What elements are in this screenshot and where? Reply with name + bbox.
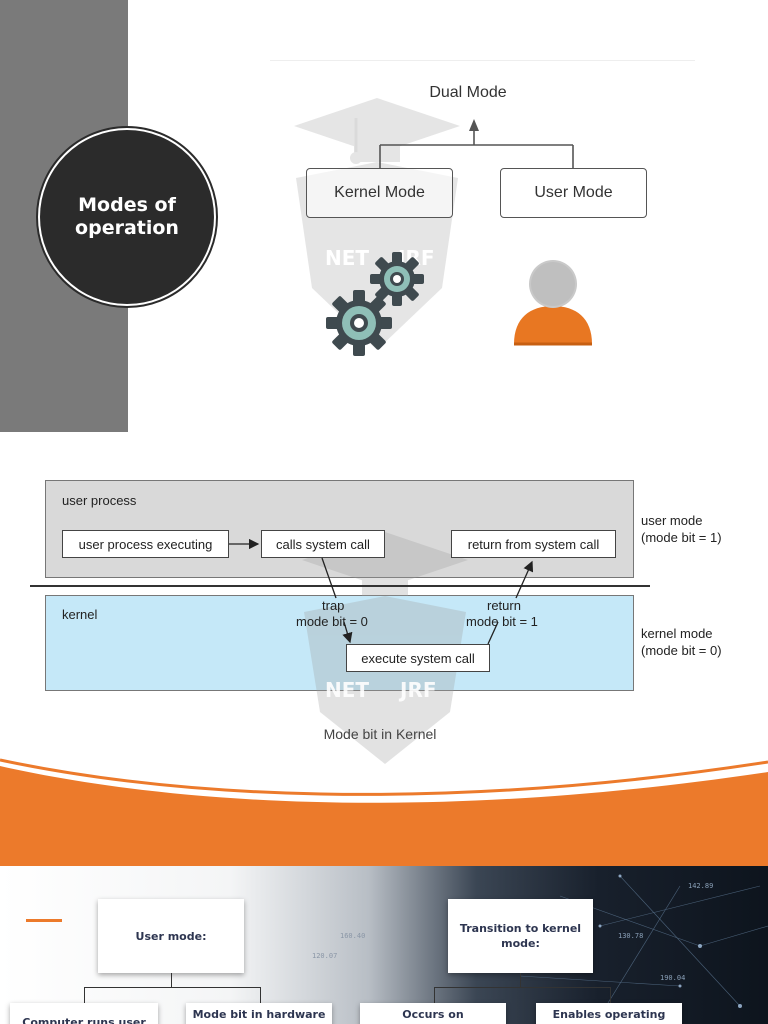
return-mode-bit-label: mode bit = 1	[466, 614, 538, 629]
kernel-mode-box: Kernel Mode	[306, 168, 453, 218]
user-mode-side-label: user mode (mode bit = 1)	[641, 512, 722, 546]
execute-system-call-label: execute system call	[361, 650, 475, 666]
flow-arrows	[229, 538, 534, 645]
tree-connector	[84, 987, 260, 988]
user-process-label: user process	[62, 493, 137, 508]
child-card: Computer runs user	[10, 1003, 158, 1024]
user-mode-card: User mode:	[98, 899, 244, 973]
bg-number: 160.40	[340, 932, 366, 940]
calls-system-call-box: calls system call	[261, 530, 385, 558]
return-from-system-call-label: return from system call	[467, 536, 600, 552]
execute-system-call-box: execute system call	[346, 644, 490, 672]
kernel-mode-bit-text: (mode bit = 0)	[641, 643, 722, 658]
child-card: Enables operating	[536, 1003, 682, 1024]
transition-kernel-card-label: Transition to kernel mode:	[459, 922, 582, 950]
child-card: Mode bit in hardware	[186, 1003, 332, 1024]
user-mode-label: User Mode	[534, 184, 613, 201]
slide-section-user-mode: 142.89 130.78 120.07 160.40 190.04 User …	[0, 866, 768, 1024]
arrow-up-icon	[469, 119, 479, 131]
child-card-label: Occurs on application	[398, 1008, 467, 1024]
watermark-text-left: NET	[325, 678, 370, 702]
kernel-mode-text: kernel mode	[641, 626, 713, 641]
title-circle: Modes of operation	[40, 130, 214, 304]
gear-icon	[326, 290, 392, 356]
bg-number: 130.78	[618, 932, 644, 940]
child-card: Occurs on application	[360, 1003, 506, 1024]
top-divider	[270, 60, 695, 61]
return-label: return	[487, 598, 521, 613]
user-process-region	[45, 480, 634, 578]
user-process-executing-box: user process executing	[62, 530, 229, 558]
figure-caption: Mode bit in Kernel	[323, 726, 437, 742]
kernel-label: kernel	[62, 607, 98, 622]
return-from-system-call-box: return from system call	[451, 530, 616, 558]
mode-divider-line	[30, 585, 650, 587]
kernel-mode-side-label: kernel mode (mode bit = 0)	[641, 625, 722, 659]
kernel-mode-label: Kernel Mode	[334, 184, 425, 201]
section-title: Modes of operation	[75, 194, 179, 239]
tree-connector	[520, 973, 521, 987]
gear-icon	[370, 252, 424, 306]
connector-lines	[379, 119, 574, 168]
bg-number: 142.89	[688, 882, 714, 890]
tree-connector	[260, 987, 261, 1003]
trap-mode-bit-label: mode bit = 0	[296, 614, 368, 629]
orange-swoosh-divider	[0, 758, 768, 868]
user-mode-box: User Mode	[500, 168, 647, 218]
slide-section-mode-bit: NET JRF user process kernel user process…	[0, 432, 768, 764]
accent-dash	[26, 919, 62, 922]
tree-connector	[434, 987, 435, 1003]
child-card-label: Enables operating	[552, 1008, 666, 1021]
child-card-label: Computer runs user	[22, 1016, 146, 1024]
user-icon	[514, 260, 592, 346]
tree-connector	[171, 973, 172, 987]
tree-connector	[610, 987, 611, 1003]
tree-connector	[434, 987, 610, 988]
watermark-text-left: NET	[325, 246, 370, 270]
watermark-text-right: JRF	[400, 678, 437, 702]
trap-label: trap	[322, 598, 345, 613]
bg-number: 190.04	[660, 974, 686, 982]
slide-section-dual-mode: NET JRF Modes of operation Dual Mode Ker…	[0, 0, 768, 432]
bg-number: 120.07	[312, 952, 338, 960]
user-mode-text: user mode	[641, 513, 703, 528]
transition-kernel-card: Transition to kernel mode:	[448, 899, 593, 973]
kernel-region	[45, 595, 634, 691]
tree-connector	[84, 987, 85, 1003]
user-mode-card-label: User mode:	[135, 929, 207, 943]
dual-mode-label: Dual Mode	[429, 84, 507, 101]
user-mode-bit-text: (mode bit = 1)	[641, 530, 722, 545]
calls-system-call-label: calls system call	[276, 536, 370, 552]
user-process-executing-label: user process executing	[78, 536, 213, 552]
child-card-label: Mode bit in hardware	[192, 1008, 326, 1021]
